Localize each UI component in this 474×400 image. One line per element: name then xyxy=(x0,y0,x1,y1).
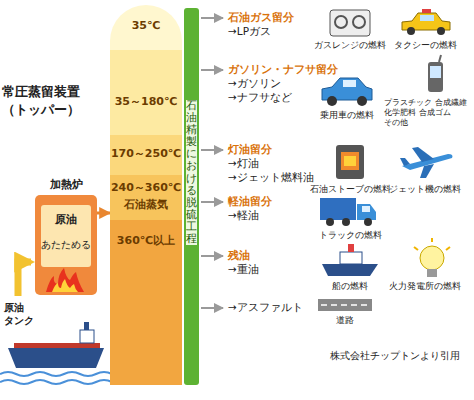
fraction-name: 残油 xyxy=(228,249,250,262)
temperature-band: 240～360℃ xyxy=(110,175,182,220)
taxi-icon xyxy=(402,9,450,35)
desulfurization-bar: 石油精製における脱硫工程 xyxy=(184,8,199,385)
bulb-icon xyxy=(414,238,450,277)
distillation-column: 常圧蒸留装置 （トッパー）35℃35～180℃170～250℃240～360℃3… xyxy=(110,5,182,385)
phone-icon xyxy=(428,55,443,92)
product-name: →アスファルト xyxy=(228,301,303,314)
column-title: 常圧蒸留装置 （トッパー） xyxy=(2,83,102,118)
product-name: →軽油 xyxy=(228,209,259,222)
temperature-band: 360℃以上 xyxy=(110,220,182,385)
temperature-label: 240～360℃ xyxy=(110,181,182,194)
furnace-title: 加熱炉 xyxy=(35,178,97,191)
airplane-icon xyxy=(400,147,453,178)
usage-caption: 乗用車の燃料 xyxy=(301,110,393,121)
usage-caption: ジェット機の燃料 xyxy=(379,184,471,195)
usage-caption: 石油ストーブの燃料 xyxy=(304,184,396,195)
temperature-band: 35℃ xyxy=(110,5,182,50)
product-name: →灯油 xyxy=(228,157,259,170)
fraction-name: 軽油留分 xyxy=(228,195,272,208)
furnace xyxy=(35,195,97,295)
temperature-band: 170～250℃ xyxy=(110,135,182,175)
tank-label: 原油 タンク xyxy=(4,302,44,327)
usage-caption: ガスレンジの燃料 xyxy=(304,40,396,51)
car-icon xyxy=(322,78,372,106)
temperature-label: 170～250℃ xyxy=(110,147,182,160)
temperature-band: 35～180℃ xyxy=(110,50,182,135)
truck-icon xyxy=(320,198,376,226)
usage-caption: 道路 xyxy=(299,315,391,326)
product-name: →ガソリン xyxy=(228,77,281,90)
furnace-content: 原油 xyxy=(35,213,97,226)
usage-caption: 船の燃料 xyxy=(304,281,396,292)
fraction-name: 灯油留分 xyxy=(228,143,272,156)
gas-stove-icon xyxy=(330,10,370,36)
furnace-action: あたためる xyxy=(35,239,97,251)
process-label: 石油精製における脱硫工程 xyxy=(186,100,197,245)
feed-pipe xyxy=(97,212,110,215)
tanker-ship xyxy=(0,322,112,384)
fraction-arrows xyxy=(201,18,223,308)
usage-caption: タクシーの燃料 xyxy=(379,40,471,51)
vapor-label: 石油蒸気 xyxy=(110,198,182,212)
product-name: →LPガス xyxy=(228,25,271,38)
temperature-label: 35℃ xyxy=(110,19,182,32)
product-name: →ジェット燃料油 xyxy=(228,171,314,184)
usage-caption: トラックの燃料 xyxy=(304,230,396,241)
product-name: →重油 xyxy=(228,263,259,276)
temperature-label: 35～180℃ xyxy=(110,95,182,108)
usage-caption: 火力発電所の燃料 xyxy=(379,281,471,292)
road-icon xyxy=(318,299,372,311)
product-list: プラスチック 合成繊維 化学肥料 合成ゴム その他 xyxy=(384,98,470,128)
fraction-name: ガソリン・ナフサ留分 xyxy=(228,63,338,76)
temperature-label: 360℃以上 xyxy=(110,234,182,247)
credit-caption: 株式会社チップトンより引用 xyxy=(330,350,460,363)
oil-stove-icon xyxy=(336,145,364,179)
product-name: →ナフサなど xyxy=(228,91,292,104)
fraction-name: 石油ガス留分 xyxy=(228,11,294,24)
furnace-box: 加熱炉原油あたためる xyxy=(35,195,97,295)
crude-pipe xyxy=(18,262,31,296)
ship-icon xyxy=(322,244,378,276)
